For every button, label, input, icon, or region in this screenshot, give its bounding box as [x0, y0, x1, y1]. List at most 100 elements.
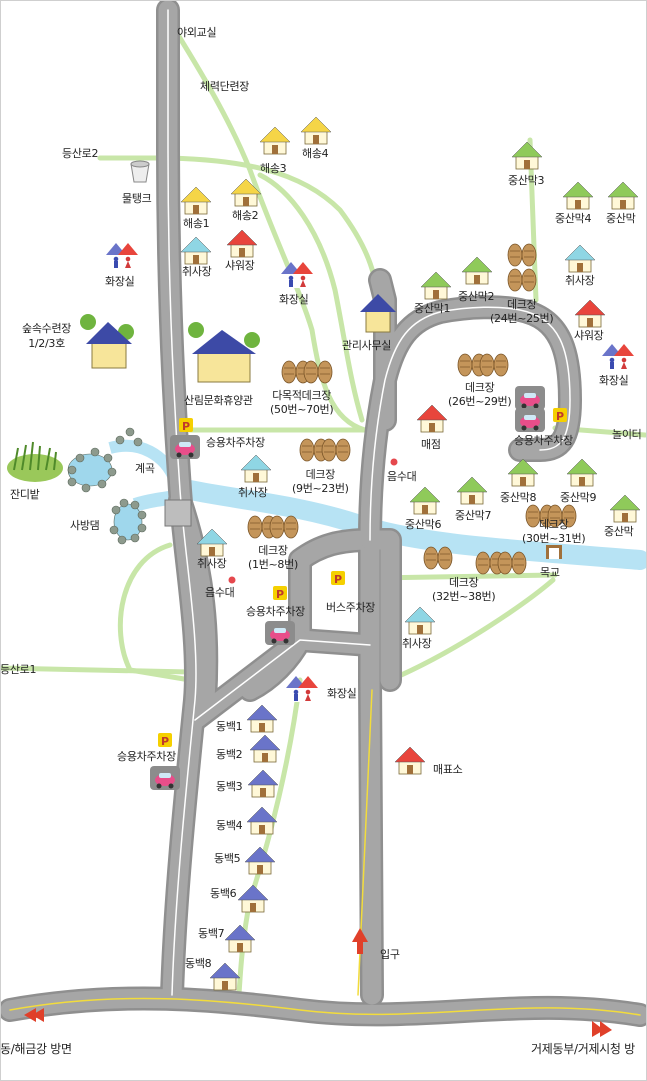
label-trail-2: 등산로2: [62, 147, 99, 160]
bridge-icon: [546, 545, 562, 559]
house-icon: [394, 746, 426, 775]
house-icon: [249, 734, 281, 763]
label-deck-1-8: 데크장 (1번~8번): [248, 544, 298, 571]
house-icon: [259, 126, 291, 155]
label-bridge: 목교: [540, 566, 560, 579]
label-outdoor-class: 야외교실: [177, 26, 217, 39]
label-jungsan2: 중산막2: [458, 290, 495, 303]
label-jungsan7: 중산막7: [455, 509, 492, 522]
label-jungsan1: 중산막1: [414, 302, 451, 315]
label-forest-lodge: 숲속수련장 1/2/3호: [22, 322, 72, 350]
house-icon: [226, 229, 258, 258]
label-jungsan-right: 중산막: [604, 525, 634, 538]
label-cook-mid: 취사장: [238, 486, 268, 499]
house-icon: [180, 236, 212, 265]
fountain-dot-icon: [390, 458, 398, 466]
house-icon: [300, 116, 332, 145]
label-culture-hall: 산림문화휴양관: [184, 394, 253, 407]
label-haesong4: 해송4: [302, 147, 329, 160]
label-deck-9-23: 데크장 (9번~23번): [292, 468, 349, 495]
label-valley: 계곡: [135, 462, 155, 475]
label-shower-left: 샤워장: [225, 259, 255, 272]
label-toilet-right: 화장실: [599, 374, 629, 387]
label-toilet-upper: 화장실: [279, 293, 309, 306]
house-icon: [461, 256, 493, 285]
label-multi-deck: 다목적데크장 (50번~70번): [270, 389, 334, 416]
label-water-tank: 물탱크: [122, 192, 152, 205]
label-lawn: 잔디밭: [10, 488, 40, 501]
label-shower-right: 샤워장: [574, 329, 604, 342]
label-jungsan8: 중산막8: [500, 491, 537, 504]
label-office: 관리사무실: [342, 339, 392, 352]
label-parking-center: 승용차주차장: [246, 605, 305, 618]
office-icon: [360, 294, 396, 333]
entrance-arrow-stem: [357, 942, 363, 954]
roads: [0, 0, 647, 1027]
label-jungsan-top-right: 중산막: [606, 212, 636, 225]
label-jungsan4: 중산막4: [555, 212, 592, 225]
label-cook-lower: 취사장: [197, 557, 227, 570]
house-icon: [196, 528, 228, 557]
lawn-icon: [7, 441, 63, 482]
label-haesong3: 해송3: [260, 162, 287, 175]
house-icon: [566, 458, 598, 487]
label-bus-parking: 버스주차장: [326, 601, 376, 614]
label-toilet-left: 화장실: [105, 275, 135, 288]
valley-rocks: [67, 427, 143, 493]
house-icon: [574, 299, 606, 328]
house-icon: [247, 769, 279, 798]
label-dongbaek5: 동백5: [214, 852, 241, 865]
label-trail-1: 등산로1: [0, 663, 37, 676]
label-erosion-dam: 사방댐: [70, 519, 100, 532]
house-icon: [420, 271, 452, 300]
house-icons: [180, 116, 641, 991]
label-dongbaek3: 동백3: [216, 780, 243, 793]
label-parking-left: 승용차주차장: [206, 436, 265, 449]
house-icon: [562, 181, 594, 210]
house-icon: [244, 846, 276, 875]
house-icon: [416, 404, 448, 433]
house-icon: [237, 884, 269, 913]
label-dongbaek1: 동백1: [216, 720, 243, 733]
water-tank-icon: [130, 160, 150, 183]
direction-arrow-icon: [24, 1008, 612, 1037]
house-icon: [246, 704, 278, 733]
house-icon: [404, 606, 436, 635]
label-cook-right: 취사장: [565, 274, 595, 287]
erosion-dam-rocks: [109, 498, 147, 545]
label-dongbaek7: 동백7: [198, 927, 225, 940]
house-icon: [209, 962, 241, 991]
house-icon: [246, 806, 278, 835]
forest-lodge-icon: [80, 314, 134, 369]
house-icon: [511, 141, 543, 170]
label-toilet-center: 화장실: [327, 687, 357, 700]
label-deck-26-29: 데크장 (26번~29번): [448, 381, 512, 408]
label-entrance: 입구: [380, 948, 400, 961]
label-snack: 매점: [421, 438, 441, 451]
label-dongbaek4: 동백4: [216, 819, 243, 832]
house-icon: [240, 454, 272, 483]
house-icon: [409, 486, 441, 515]
label-parking-bottom: 승용차주차장: [117, 750, 176, 763]
label-direction-right: 거제동부/거제시청 방: [531, 1042, 635, 1056]
house-icon: [456, 476, 488, 505]
label-fountain-lower: 음수대: [205, 586, 235, 599]
label-cook-bottom: 취사장: [402, 637, 432, 650]
label-dongbaek6: 동백6: [210, 887, 237, 900]
entrance-arrow-icon: [352, 928, 368, 942]
label-deck-24-25: 데크장 (24번~25번): [490, 298, 554, 325]
label-fountain-upper: 음수대: [387, 470, 417, 483]
label-dongbaek8: 동백8: [185, 957, 212, 970]
house-icon: [609, 494, 641, 523]
label-playground: 놀이터: [612, 428, 642, 441]
label-ticket: 매표소: [433, 763, 463, 776]
culture-hall-icon: [188, 322, 260, 383]
house-icon: [230, 178, 262, 207]
dam-bridge: [164, 499, 192, 527]
label-haesong2: 해송2: [232, 209, 259, 222]
label-dongbaek2: 동백2: [216, 748, 243, 761]
house-icon: [607, 181, 639, 210]
label-cook-left: 취사장: [182, 265, 212, 278]
house-icon: [180, 186, 212, 215]
